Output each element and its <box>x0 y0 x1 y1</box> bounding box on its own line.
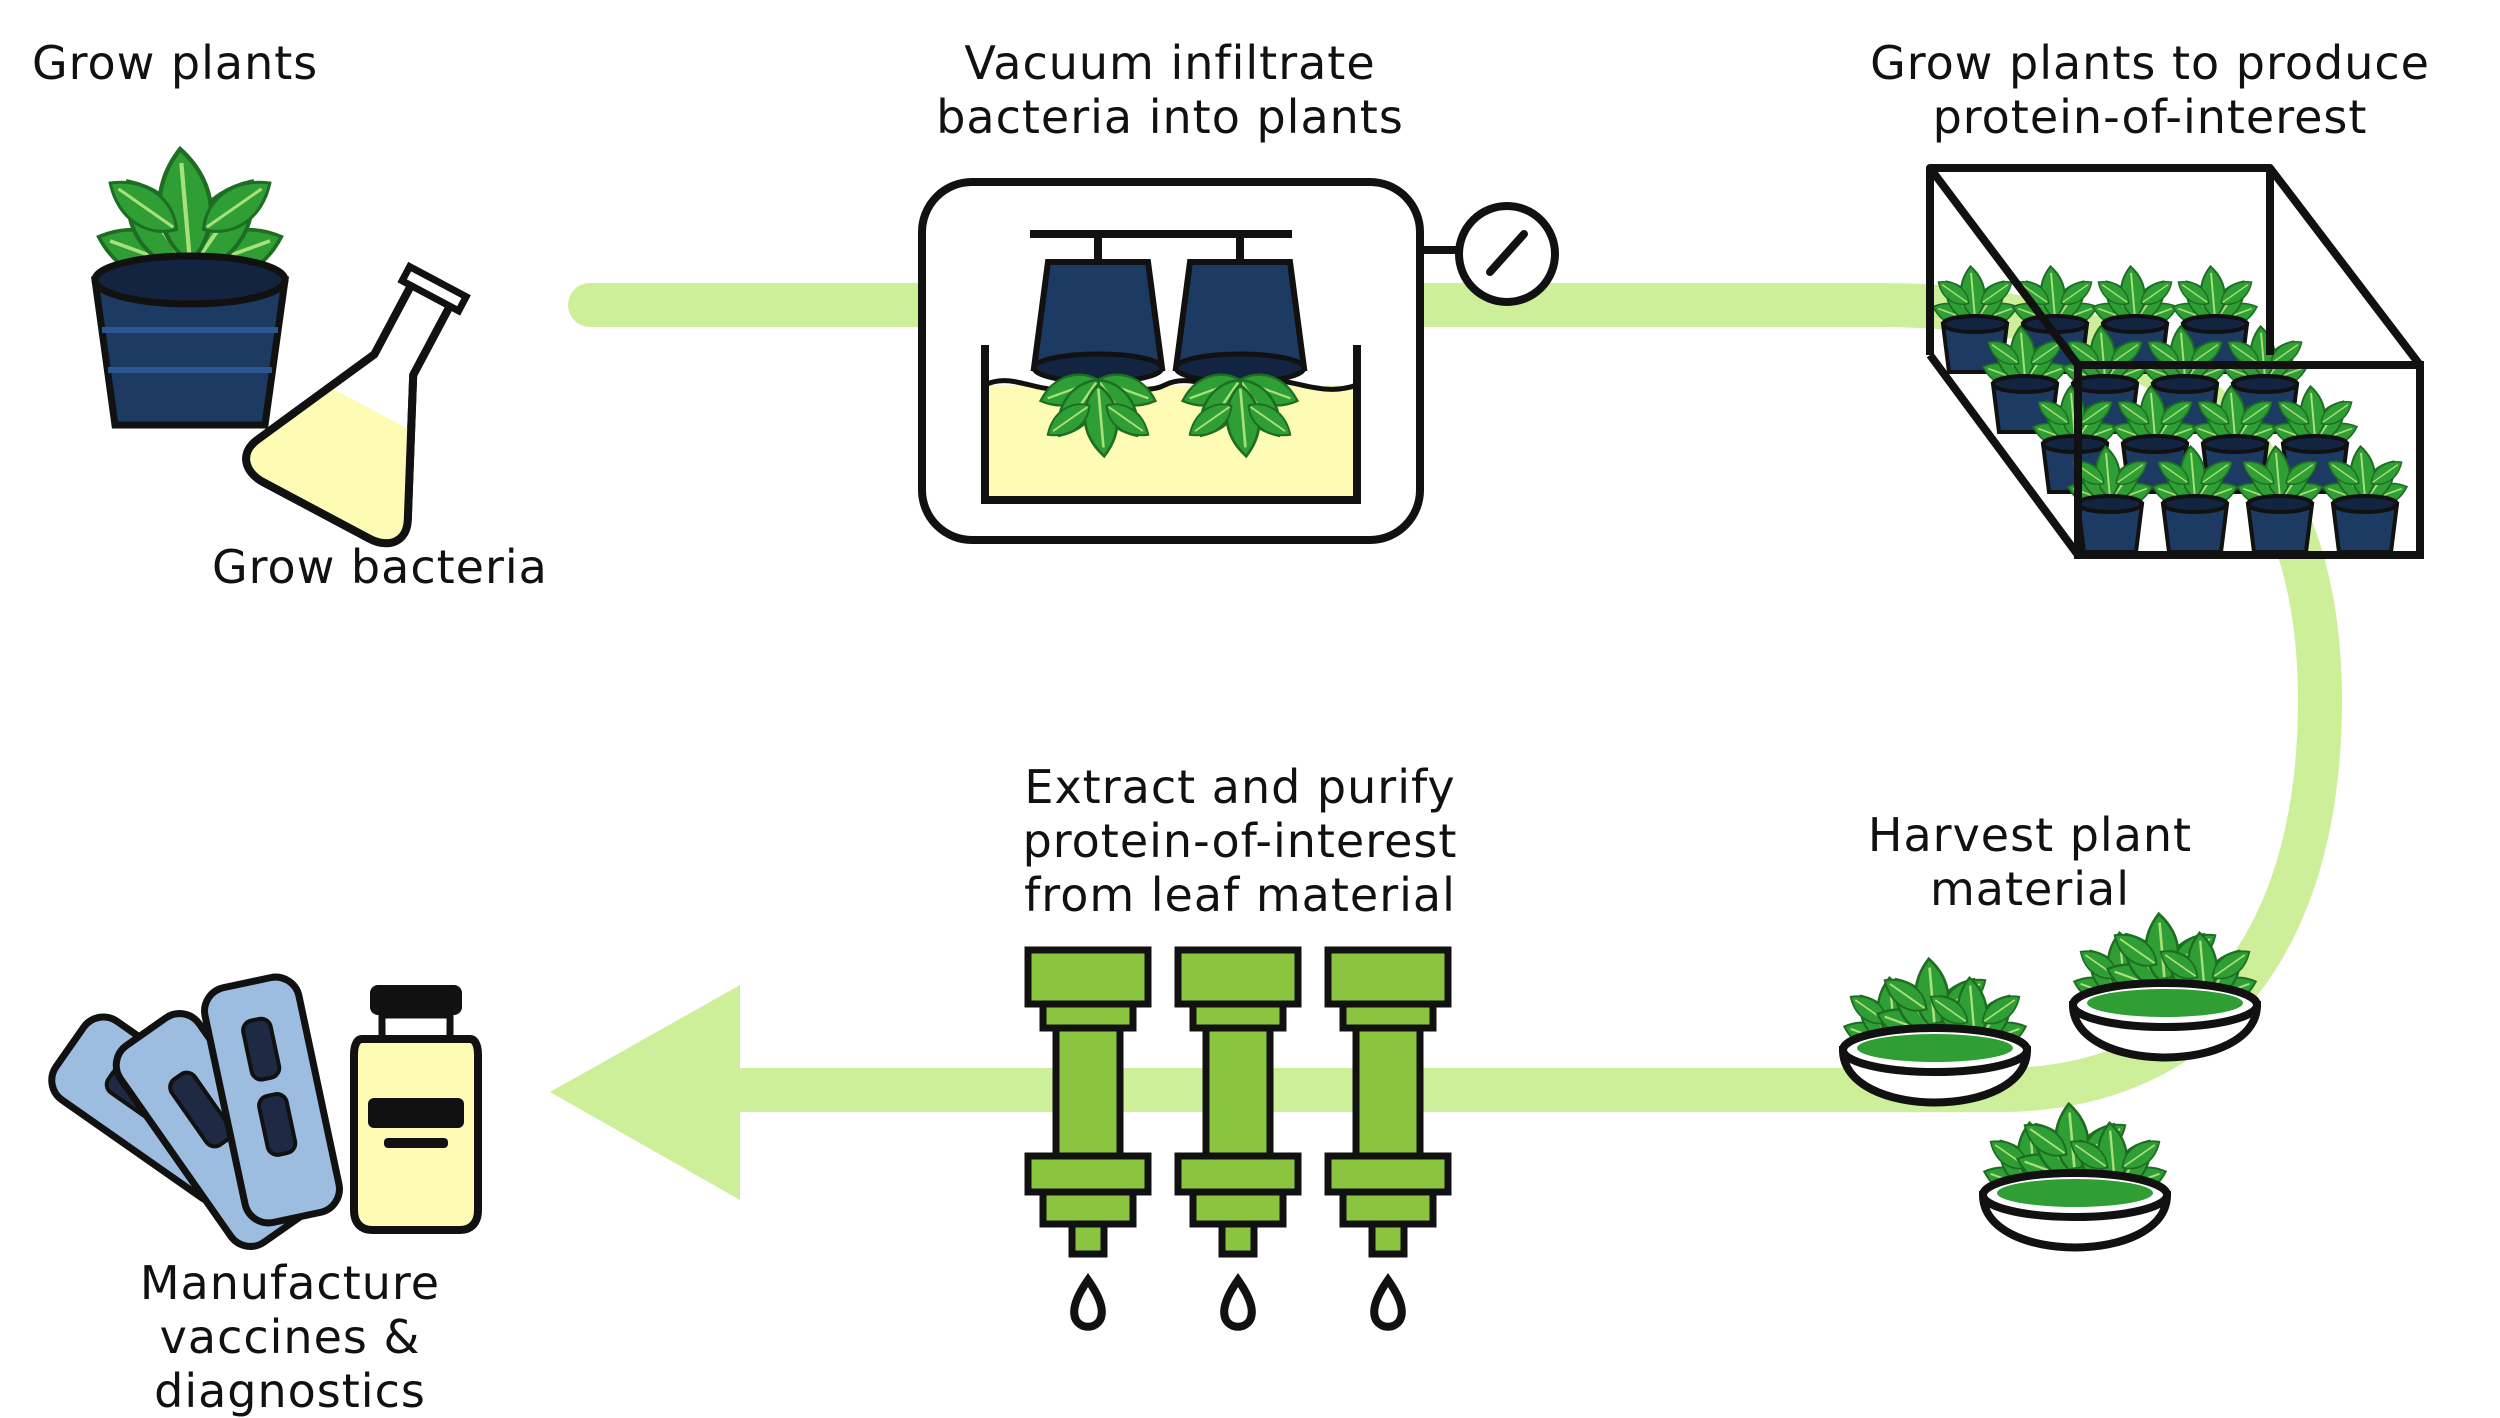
label-manufacture-line-1: Manufacture <box>139 1256 441 1310</box>
pressure-gauge-icon <box>1420 202 1559 306</box>
label-vacuum-infiltrate: Vacuum infiltrate bacteria into plants <box>870 36 1470 144</box>
flask-icon <box>242 261 471 548</box>
label-harvest-line-1: Harvest plant <box>1867 808 2193 862</box>
label-grow-bacteria: Grow bacteria <box>212 540 548 594</box>
inverted-pot-icon <box>1172 259 1308 458</box>
label-produce-line-1: Grow plants to produce <box>1870 36 2430 90</box>
label-vacuum-line-1: Vacuum infiltrate <box>964 36 1376 90</box>
label-grow-bacteria-text: Grow bacteria <box>212 540 548 594</box>
label-grow-plants-text: Grow plants <box>32 36 319 90</box>
chromatography-column-icon <box>1028 950 1448 1327</box>
label-harvest-line-2: material <box>1930 862 2130 916</box>
vacuum-chamber-icon <box>918 178 1424 544</box>
label-grow-plants: Grow plants <box>32 36 318 90</box>
label-manufacture-line-2: vaccines & <box>159 1310 421 1364</box>
label-extract-line-1: Extract and purify <box>1024 760 1456 814</box>
label-manufacture: Manufacture vaccines & diagnostics <box>80 1256 500 1418</box>
arrowhead-icon <box>550 985 740 1200</box>
label-grow-produce: Grow plants to produce protein-of-intere… <box>1820 36 2480 144</box>
potted-plant-icon <box>90 147 290 429</box>
vaccine-vial-icon <box>350 985 482 1234</box>
label-extract-line-3: from leaf material <box>1024 868 1456 922</box>
label-extract-purify: Extract and purify protein-of-interest f… <box>930 760 1550 922</box>
label-produce-line-2: protein-of-interest <box>1932 90 2368 144</box>
label-extract-line-2: protein-of-interest <box>1022 814 1458 868</box>
inverted-pot-icon <box>1030 259 1166 458</box>
label-vacuum-line-2: bacteria into plants <box>936 90 1404 144</box>
diagnostic-strip-icon <box>48 973 343 1250</box>
greenhouse-icon <box>1926 164 2424 559</box>
label-harvest: Harvest plant material <box>1820 808 2240 916</box>
label-manufacture-line-3: diagnostics <box>154 1364 426 1418</box>
